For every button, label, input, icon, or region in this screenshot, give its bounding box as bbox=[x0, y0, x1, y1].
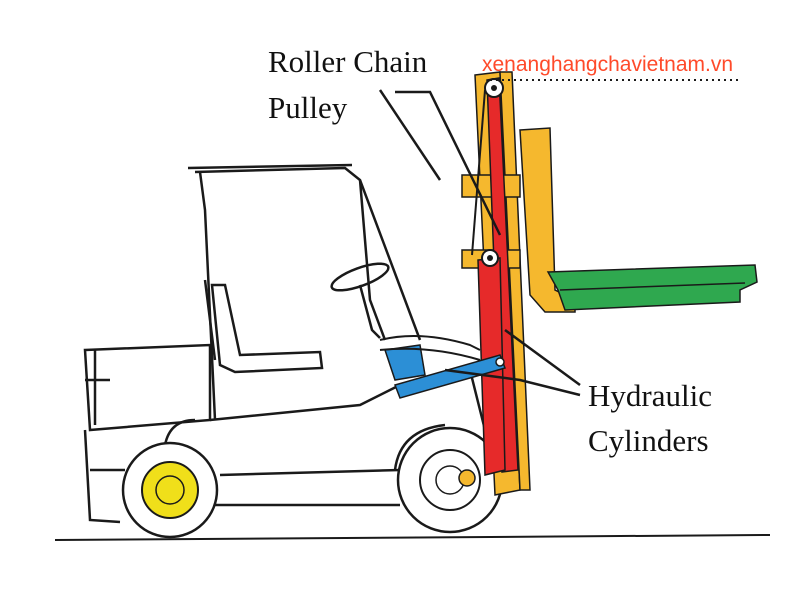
mast-pivot bbox=[458, 469, 476, 487]
watermark: xenanghangchavietnam.vn bbox=[482, 53, 734, 76]
leader-lines bbox=[378, 89, 581, 397]
cylinders-label: Cylinders bbox=[588, 423, 709, 458]
hydraulic-label: Hydraulic bbox=[588, 378, 712, 413]
roller-chain bbox=[471, 89, 486, 256]
pulley-label: Pulley bbox=[268, 90, 348, 125]
overhead-guard bbox=[187, 163, 422, 421]
pulley bbox=[481, 78, 504, 267]
hydraulic-hoses bbox=[379, 335, 481, 361]
ground-line bbox=[54, 534, 771, 541]
steering-wheel bbox=[330, 262, 390, 339]
counterweight bbox=[83, 343, 212, 432]
tilt-cylinder bbox=[384, 344, 506, 399]
roller-chain-label: Roller Chain bbox=[268, 44, 428, 79]
rear-wheel bbox=[121, 441, 219, 539]
seat bbox=[203, 279, 324, 374]
fork bbox=[546, 264, 758, 311]
